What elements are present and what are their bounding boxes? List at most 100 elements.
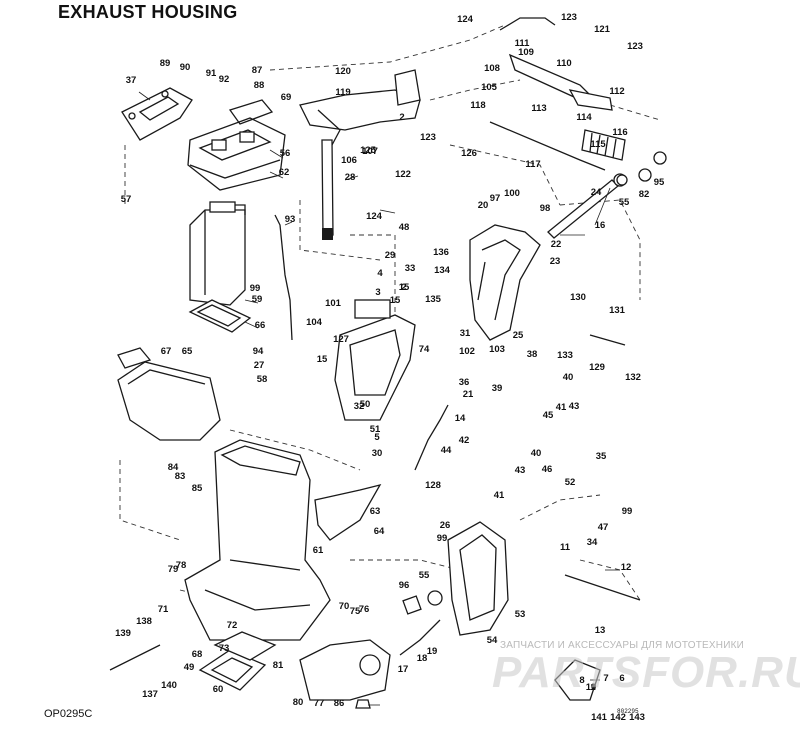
callout-118: 118 <box>470 100 485 111</box>
callout-41: 41 <box>494 490 505 501</box>
callout-26: 26 <box>440 520 451 531</box>
callout-79: 79 <box>168 564 179 575</box>
callout-137: 137 <box>142 689 158 700</box>
callout-3: 3 <box>375 287 380 298</box>
diagram-tiny-code: 802295 <box>617 708 639 715</box>
callout-6: 6 <box>619 673 624 684</box>
callout-49: 49 <box>184 662 195 673</box>
callout-41: 41 <box>556 402 567 413</box>
exhaust-tube-59 <box>189 201 246 306</box>
diagram-code: OP0295C <box>44 708 93 720</box>
callout-91: 91 <box>206 68 217 79</box>
callout-22: 22 <box>551 239 562 250</box>
callout-143: 143 <box>629 712 645 723</box>
steering-bracket-70 <box>299 69 421 146</box>
clamp-87 <box>355 699 371 709</box>
callout-59: 59 <box>252 294 263 305</box>
callout-11: 11 <box>560 542 571 553</box>
callout-54: 54 <box>487 635 498 646</box>
callout-110: 110 <box>556 58 571 69</box>
bushing-55 <box>427 590 443 606</box>
callout-130: 130 <box>570 292 586 303</box>
callout-107: 107 <box>362 146 378 157</box>
callout-51: 51 <box>370 424 381 435</box>
callout-40: 40 <box>563 372 574 383</box>
callout-39: 39 <box>492 383 503 394</box>
callout-33: 33 <box>405 263 416 274</box>
callout-56: 56 <box>280 148 291 159</box>
callout-116: 116 <box>612 127 627 138</box>
callout-99: 99 <box>437 533 448 544</box>
callout-81: 81 <box>273 660 284 671</box>
callout-80: 80 <box>293 697 304 708</box>
callout-12: 12 <box>621 562 632 573</box>
rod-119 <box>489 121 606 171</box>
watermark-logo: PARTSFOR.RU <box>492 648 800 697</box>
callout-7: 7 <box>603 673 608 684</box>
callout-105: 105 <box>481 82 498 93</box>
assembly-guide-lines <box>119 24 661 601</box>
callout-101: 101 <box>325 298 342 309</box>
callout-111: 111 <box>515 38 531 49</box>
callout-109: 109 <box>518 47 534 58</box>
callout-15: 15 <box>390 295 401 306</box>
callout-96: 96 <box>399 580 410 591</box>
callout-121: 121 <box>594 24 611 35</box>
callout-30: 30 <box>372 448 383 459</box>
callout-99: 99 <box>250 283 261 294</box>
nut-83 <box>638 168 652 182</box>
callout-135: 135 <box>425 294 442 305</box>
exhaust-housing-61 <box>184 439 331 641</box>
callout-75: 75 <box>350 606 361 617</box>
cover-64 <box>314 483 382 541</box>
callout-15: 15 <box>317 354 328 365</box>
callout-131: 131 <box>609 305 626 316</box>
callout-40: 40 <box>531 448 542 459</box>
callout-55: 55 <box>419 570 430 581</box>
tiller-bracket-106 <box>508 53 613 111</box>
callout-29: 29 <box>385 250 396 261</box>
callout-70: 70 <box>339 601 350 612</box>
stern-bracket-27 <box>447 521 509 636</box>
callout-2: 2 <box>401 282 406 293</box>
tilt-tube-16 <box>547 173 627 239</box>
bolt-132 <box>589 334 626 346</box>
callout-42: 42 <box>459 435 470 446</box>
tiller-grip-117 <box>581 129 626 161</box>
callout-115: 115 <box>590 139 606 150</box>
callout-labels: 1223456781011121314151515161718192021222… <box>115 12 665 723</box>
callout-87: 87 <box>252 65 263 76</box>
link-17 <box>399 619 441 656</box>
callout-73: 73 <box>219 643 230 654</box>
callout-15: 15 <box>399 282 410 293</box>
callout-141: 141 <box>591 712 608 723</box>
link-rod-14 <box>414 404 449 471</box>
callout-127: 127 <box>333 334 349 345</box>
callout-98: 98 <box>540 203 551 214</box>
callout-140: 140 <box>161 680 177 691</box>
callout-67: 67 <box>161 346 172 357</box>
callout-50: 50 <box>360 399 371 410</box>
callout-62: 62 <box>279 167 290 178</box>
callout-113: 113 <box>531 103 546 114</box>
callout-117: 117 <box>525 159 540 170</box>
callout-123: 123 <box>627 41 643 52</box>
watermark-tagline: ЗАПЧАСТИ И АКСЕССУАРЫ ДЛЯ МОТОТЕХНИКИ <box>500 640 745 651</box>
callout-76: 76 <box>359 604 370 615</box>
callout-65: 65 <box>182 346 193 357</box>
leader-lines <box>138 91 620 706</box>
callout-43: 43 <box>515 465 526 476</box>
callout-43: 43 <box>569 401 580 412</box>
callout-92: 92 <box>219 74 230 85</box>
callout-74: 74 <box>419 344 430 355</box>
callout-68: 68 <box>192 649 203 660</box>
callout-34: 34 <box>587 537 598 548</box>
callout-90: 90 <box>180 62 191 73</box>
lower-cover-65 <box>117 347 221 441</box>
callout-47: 47 <box>598 522 609 533</box>
callout-89: 89 <box>160 58 171 69</box>
diagram-title: EXHAUST HOUSING <box>58 2 238 22</box>
callout-25: 25 <box>513 330 524 341</box>
callout-48: 48 <box>399 222 410 233</box>
callout-32: 32 <box>354 401 365 412</box>
